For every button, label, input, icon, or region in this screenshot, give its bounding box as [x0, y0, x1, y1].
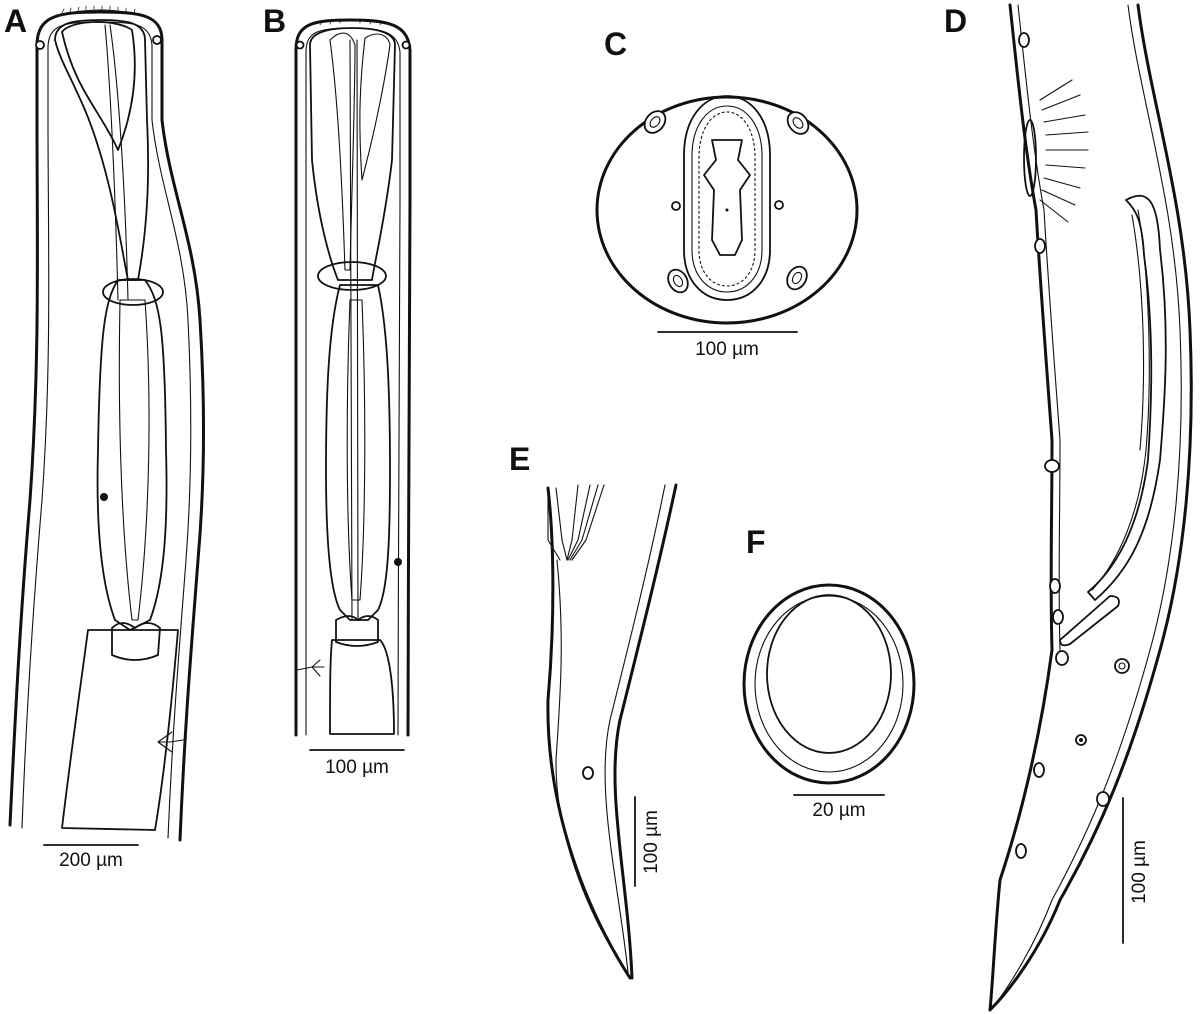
panel-f-egg	[742, 583, 916, 785]
panel-d: D 100 µm	[944, 3, 1193, 1012]
panel-b-oesophagus	[309, 27, 396, 281]
panel-d-label: D	[944, 3, 967, 39]
panel-a-label: A	[4, 3, 27, 39]
panel-d-scale-label: 100 µm	[1129, 840, 1150, 904]
panel-a: A 200 µm	[4, 3, 206, 871]
panel-c-papillae	[643, 110, 810, 294]
panel-a-intestine	[61, 629, 179, 831]
panel-a-oesophagus	[54, 19, 150, 281]
panel-c-label: C	[604, 26, 627, 62]
panel-d-body-wall	[988, 3, 1054, 1012]
panel-e-label: E	[509, 441, 530, 477]
panel-c: C 100 µm	[595, 26, 859, 360]
panel-d-spicule	[1087, 194, 1167, 601]
panel-f-scale-label: 20 µm	[812, 800, 865, 821]
panel-f: F 20 µm	[742, 524, 916, 821]
panel-b-label: B	[263, 3, 286, 39]
panel-c-scale-label: 100 µm	[695, 339, 759, 360]
panel-e: E 100 µm	[509, 441, 678, 980]
panel-a-body-wall	[35, 10, 206, 842]
panel-d-papillae	[1015, 32, 1130, 859]
panel-a-nerve-ring	[102, 278, 164, 306]
panel-f-label: F	[746, 524, 766, 560]
panel-a-scale-label: 200 µm	[59, 850, 123, 871]
panel-e-tail	[546, 486, 632, 980]
panel-b-scale-label: 100 µm	[325, 757, 389, 778]
panel-b: B 100 µm	[263, 3, 412, 778]
panel-b-nerve-ring	[317, 261, 387, 291]
panel-e-scale-label: 100 µm	[641, 810, 662, 874]
panel-b-intestine	[329, 639, 395, 735]
